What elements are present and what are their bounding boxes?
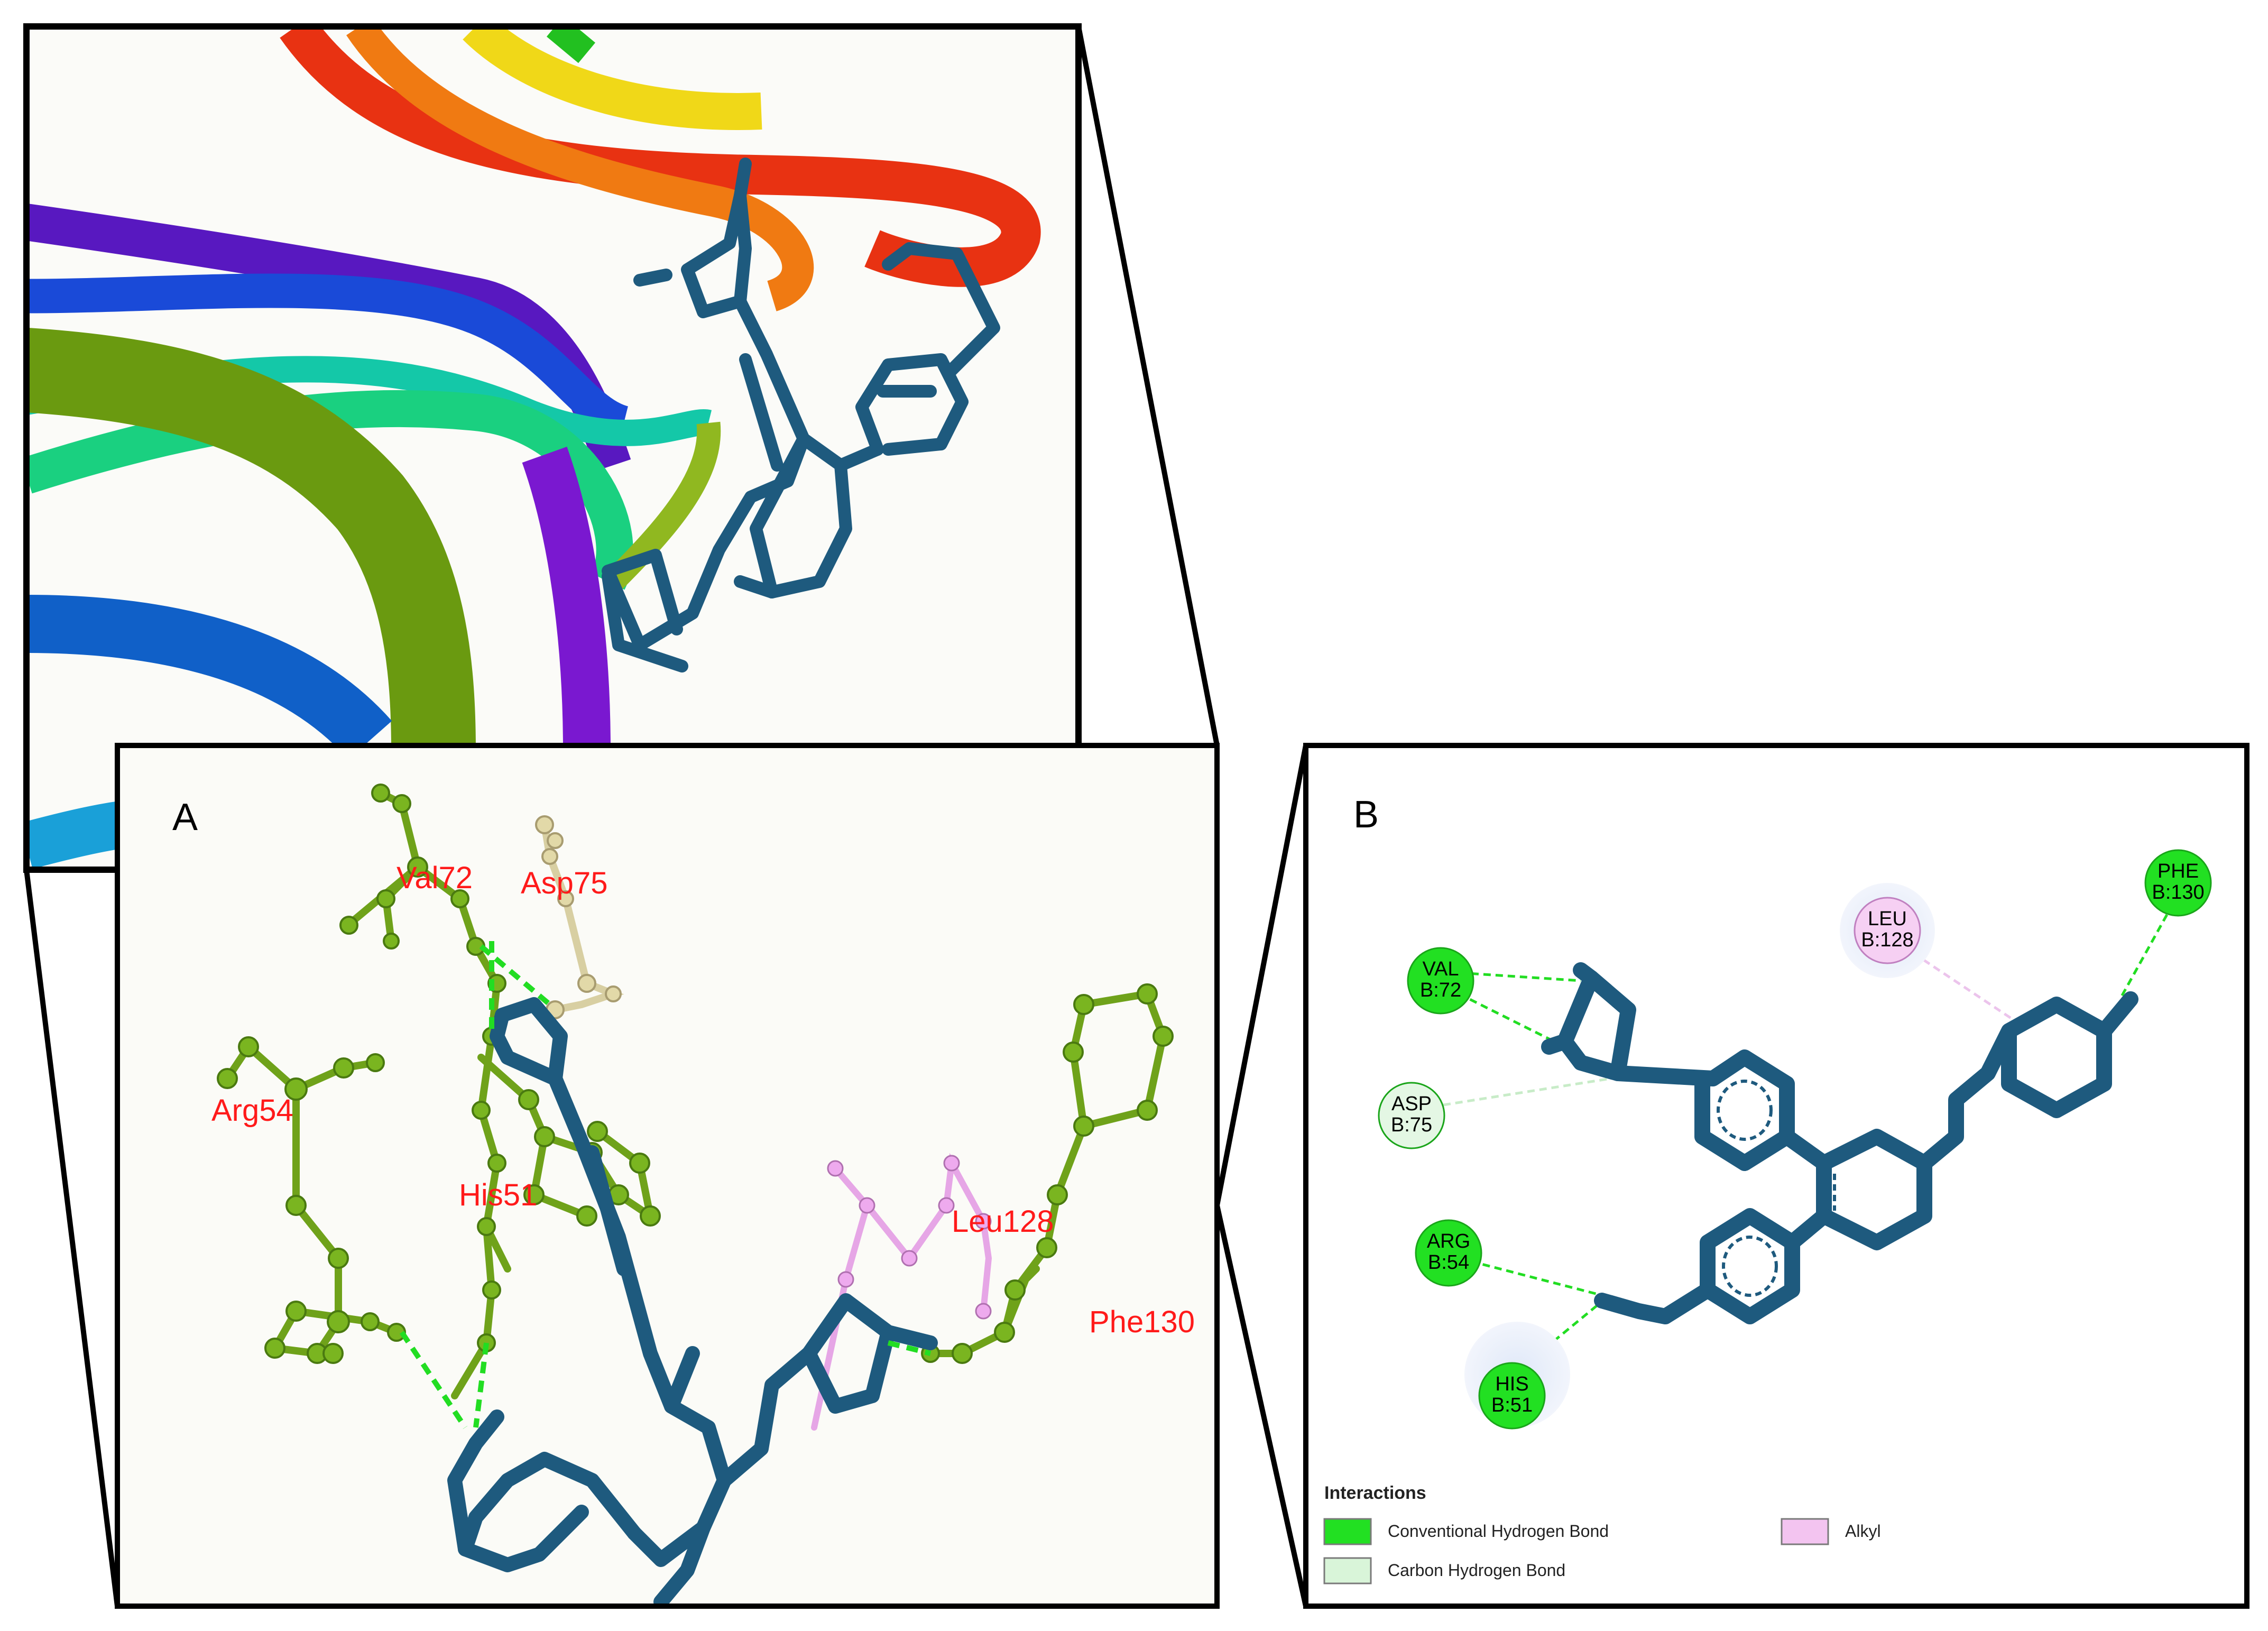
node-leu128[interactable]: LEU B:128 bbox=[1854, 897, 1921, 964]
node-his51[interactable]: HIS B:51 bbox=[1478, 1362, 1546, 1430]
node-val72[interactable]: VAL B:72 bbox=[1407, 947, 1474, 1015]
legend-swatch-carbon bbox=[1323, 1557, 1372, 1584]
node-phe130-id: B:130 bbox=[2152, 881, 2204, 904]
ligand-3d-sticks bbox=[602, 158, 1000, 672]
panel-b: B bbox=[1303, 743, 2249, 1609]
node-arg54[interactable]: ARG B:54 bbox=[1415, 1219, 1482, 1287]
panel-a: Val72 Asp75 Arg54 His51 Leu128 Phe130 A bbox=[115, 743, 1220, 1609]
node-asp75[interactable]: ASP B:75 bbox=[1378, 1082, 1445, 1149]
panel-a-letter: A bbox=[172, 796, 198, 838]
node-phe130[interactable]: PHE B:130 bbox=[2144, 849, 2212, 917]
legend-label-alkyl: Alkyl bbox=[1845, 1522, 1881, 1541]
residue-label-arg54: Arg54 bbox=[211, 1093, 293, 1128]
node-leu128-name: LEU bbox=[1868, 908, 1907, 930]
legend-swatch-conventional bbox=[1323, 1518, 1372, 1545]
node-val72-id: B:72 bbox=[1420, 979, 1461, 1001]
node-asp75-name: ASP bbox=[1391, 1093, 1432, 1115]
ligand-sticks bbox=[447, 997, 938, 1606]
node-arg54-id: B:54 bbox=[1428, 1251, 1469, 1274]
node-leu128-id: B:128 bbox=[1861, 929, 1913, 951]
residue-label-asp75: Asp75 bbox=[521, 866, 607, 900]
leu-atoms bbox=[827, 1155, 992, 1320]
residue-label-his51: His51 bbox=[459, 1178, 537, 1212]
panel-b-letter: B bbox=[1353, 794, 1379, 836]
residue-label-val72: Val72 bbox=[397, 861, 473, 895]
ligand-2d-structure bbox=[1541, 962, 2138, 1324]
protein-3d-view bbox=[26, 26, 1078, 870]
node-phe130-name: PHE bbox=[2158, 860, 2199, 882]
node-his51-name: HIS bbox=[1495, 1373, 1528, 1395]
zoom-connectors bbox=[24, 26, 1308, 1607]
residue-atoms bbox=[217, 784, 1174, 1364]
legend-label-conventional: Conventional Hydrogen Bond bbox=[1388, 1522, 1609, 1541]
panel-a-frame bbox=[115, 743, 1220, 1609]
interactions-legend: Interactions Conventional Hydrogen Bond … bbox=[1323, 1483, 1881, 1584]
node-val72-name: VAL bbox=[1422, 958, 1459, 980]
asp-atoms bbox=[535, 815, 622, 1019]
panel-b-frame bbox=[1303, 743, 2249, 1609]
legend-swatch-alkyl bbox=[1781, 1518, 1829, 1545]
residue-label-phe130: Phe130 bbox=[1089, 1305, 1195, 1339]
node-asp75-id: B:75 bbox=[1391, 1114, 1432, 1136]
aromatic-dashes bbox=[1619, 1015, 1836, 1297]
hbond-lines bbox=[399, 941, 932, 1429]
node-arg54-name: ARG bbox=[1427, 1230, 1470, 1252]
residue-label-leu128: Leu128 bbox=[952, 1204, 1054, 1239]
legend-title: Interactions bbox=[1324, 1483, 1426, 1503]
legend-label-carbon: Carbon Hydrogen Bond bbox=[1388, 1561, 1565, 1580]
node-his51-id: B:51 bbox=[1491, 1394, 1533, 1416]
